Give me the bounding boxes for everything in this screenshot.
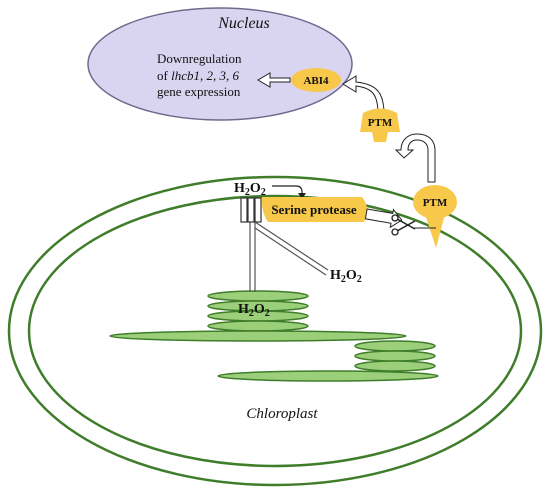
serine-protease: Serine protease	[261, 197, 368, 222]
h2o2-right-label: H2O2	[330, 268, 362, 285]
chloroplast-inner-membrane	[27, 194, 523, 468]
ptm-to-abi4-arrow	[342, 75, 385, 115]
nucleus-text-line2: of lhcb1, 2, 3, 6	[157, 68, 239, 83]
h2o2-thylakoid-sub1: 2	[249, 308, 254, 319]
ptm-lower-label: PTM	[423, 197, 448, 209]
h2o2-top-h: H	[234, 181, 245, 196]
gene-lhcb1: lhcb1	[171, 68, 200, 83]
stroma-lamella-lower	[217, 370, 439, 382]
ptm-lower-head	[413, 185, 457, 219]
abi4-label: ABI4	[303, 75, 329, 87]
protease-to-scissors-arrow	[364, 208, 403, 229]
gene-sep-1: ,	[200, 68, 207, 83]
membrane-channel	[240, 197, 262, 223]
h2o2-top-sub1: 2	[245, 187, 250, 198]
thylakoid-grana-right	[217, 340, 439, 382]
h2o2-right-sub2: 2	[357, 274, 362, 285]
h2o2-right-sub1: 2	[341, 274, 346, 285]
nucleus-text-line3: gene expression	[157, 84, 241, 99]
scissors-icon	[391, 214, 416, 236]
h2o2-right-h: H	[330, 268, 341, 283]
gene-3: 3	[218, 68, 226, 83]
h2o2-thylakoid-sub2: 2	[265, 308, 270, 319]
h2o2-right-o: O	[346, 268, 357, 283]
chloroplast-label: Chloroplast	[246, 406, 318, 422]
nucleus-text-line1: Downregulation	[157, 51, 242, 66]
h2o2-top-o: O	[250, 181, 261, 196]
gene-sep-3: ,	[226, 68, 233, 83]
h2o2-to-protease-arrow	[272, 185, 303, 196]
ptm-to-ptm-arrow	[394, 133, 436, 183]
h2o2-thylakoid-label: H2O2	[238, 302, 270, 319]
gene-2: 2	[206, 68, 213, 83]
ptm-lower: PTM	[413, 185, 457, 248]
nucleus: Nucleus Downregulation of lhcb1, 2, 3, 6…	[87, 7, 353, 121]
h2o2-diagonal-1	[254, 221, 329, 271]
abi4-to-text-arrow	[257, 72, 291, 88]
nucleus-of: of	[157, 68, 171, 83]
nucleus-membrane	[87, 7, 353, 121]
h2o2-to-protease-arrowhead	[298, 193, 306, 199]
h2o2-top-sub2: 2	[261, 187, 266, 198]
gene-sep-2: ,	[213, 68, 220, 83]
h2o2-diagonal-2	[254, 227, 327, 276]
h2o2-thylakoid-o: O	[254, 302, 265, 317]
thylakoid-grana-left	[109, 290, 407, 342]
ptm-upper-label: PTM	[368, 117, 393, 129]
stroma-lamella-upper	[109, 330, 407, 342]
h2o2-thylakoid-h: H	[238, 302, 249, 317]
ptm-lower-anchor	[425, 214, 445, 248]
serine-protease-label: Serine protease	[271, 202, 357, 217]
serine-protease-shape	[261, 197, 368, 222]
ptm-upper-shape	[360, 108, 400, 142]
nucleus-title: Nucleus	[217, 15, 270, 32]
abi4-badge	[291, 68, 341, 92]
h2o2-top-label: H2O2	[234, 181, 266, 198]
gene-6: 6	[232, 68, 239, 83]
ptm-upper: PTM	[360, 108, 400, 142]
